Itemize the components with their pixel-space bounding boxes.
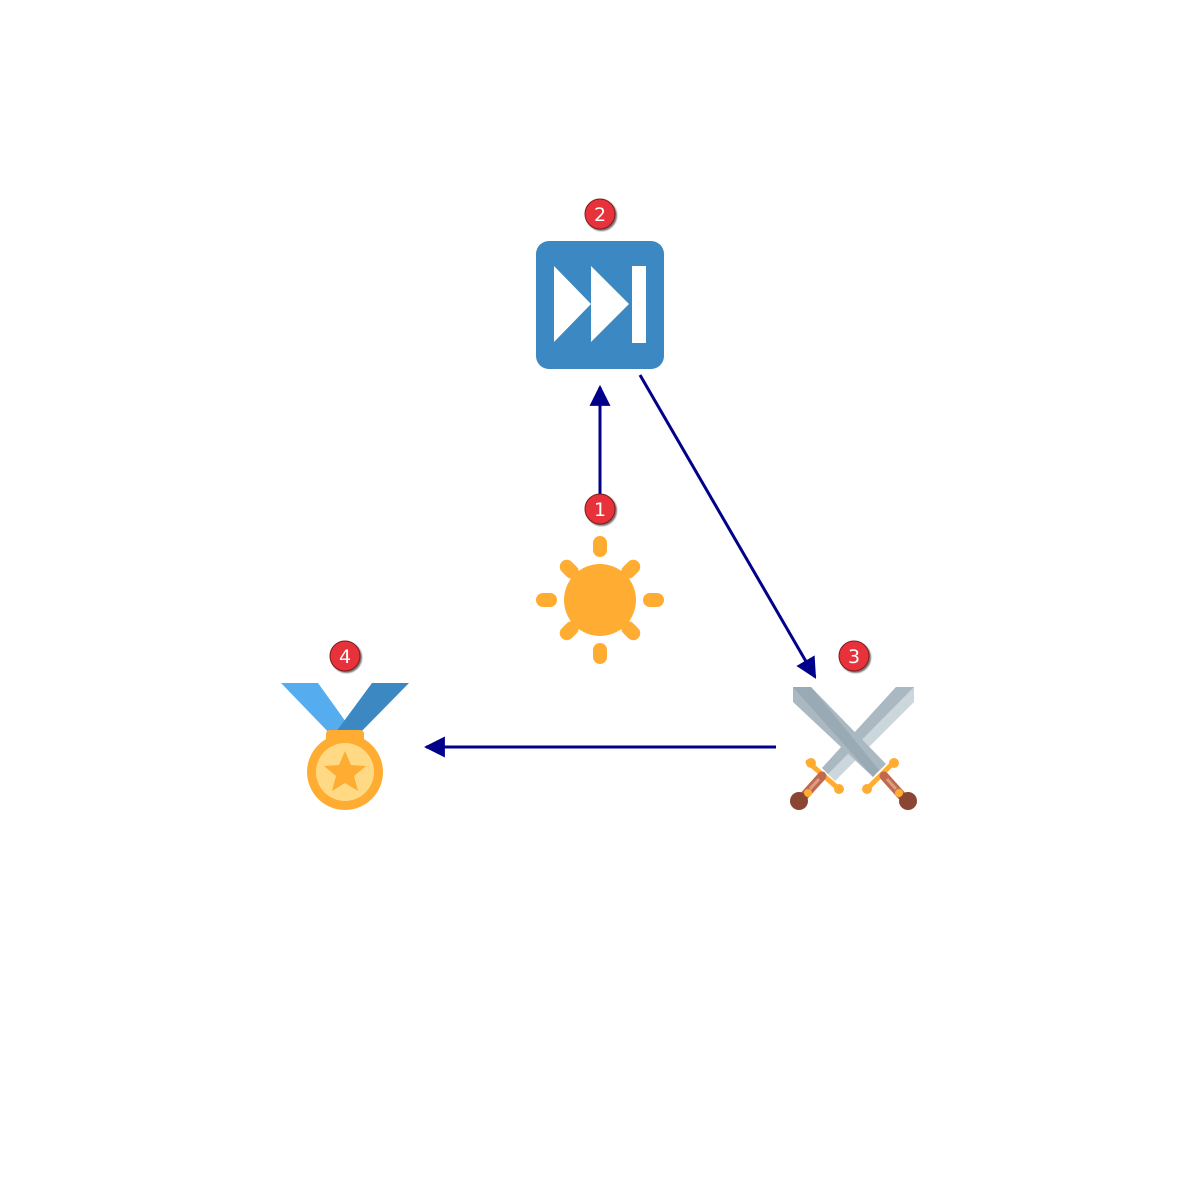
- badge-4-label: 4: [339, 646, 351, 668]
- badge-3: 3: [838, 640, 870, 672]
- crossed-swords-icon: [790, 687, 917, 810]
- badge-1: 1: [584, 493, 616, 525]
- node-medal[interactable]: 4: [281, 640, 409, 810]
- node-sun[interactable]: 1: [536, 493, 664, 664]
- badge-4: 4: [329, 640, 361, 672]
- sun-icon: [536, 536, 664, 664]
- badge-2-label: 2: [594, 204, 606, 226]
- fast-forward-icon: [536, 241, 664, 369]
- medal-icon: [281, 683, 409, 810]
- edge-fast-forward-to-swords: [638, 374, 817, 679]
- badge-3-label: 3: [848, 646, 860, 668]
- badge-1-label: 1: [594, 499, 606, 521]
- edges: [423, 374, 817, 758]
- node-swords[interactable]: 3: [790, 640, 917, 810]
- badge-2: 2: [584, 198, 616, 230]
- node-fast-forward[interactable]: 2: [536, 198, 664, 369]
